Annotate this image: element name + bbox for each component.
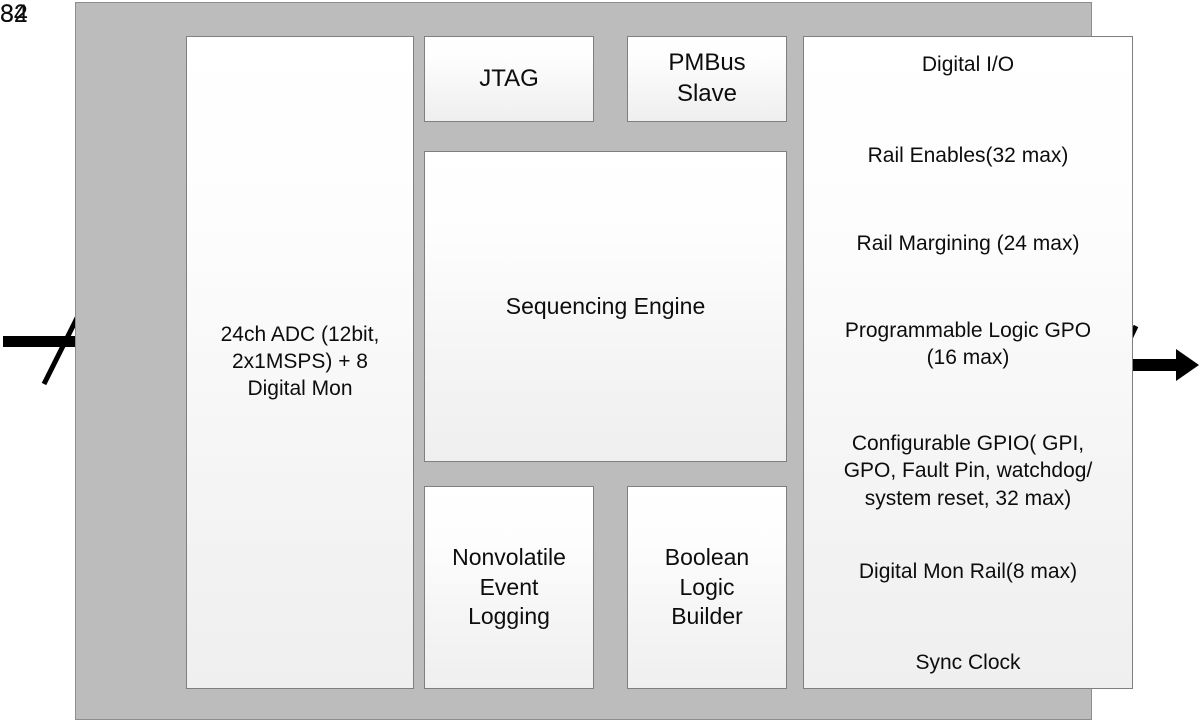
digital-io-digital-mon-rail: Digital Mon Rail(8 max) bbox=[858, 560, 1078, 583]
block-sequencing-engine-label: Sequencing Engine bbox=[505, 292, 706, 319]
device-package-frame: 24ch ADC (12bit, 2x1MSPS) + 8 Digital Mo… bbox=[75, 2, 1133, 720]
block-sequencing-engine[interactable]: Sequencing Engine bbox=[424, 151, 787, 462]
block-nonvolatile-event-logging[interactable]: Nonvolatile Event Logging bbox=[424, 486, 594, 689]
block-boolean-logic-builder[interactable]: Boolean Logic Builder bbox=[627, 486, 787, 689]
digital-io-sync-clock: Sync Clock bbox=[915, 651, 1021, 674]
digital-io-rail-margining: Rail Margining (24 max) bbox=[856, 232, 1080, 255]
block-digital-io[interactable]: Digital I/O Rail Enables(32 max) Rail Ma… bbox=[803, 36, 1133, 689]
block-adc-label: 24ch ADC (12bit, 2x1MSPS) + 8 Digital Mo… bbox=[220, 323, 380, 400]
block-jtag[interactable]: JTAG bbox=[424, 36, 594, 122]
block-nonvolatile-event-logging-label: Nonvolatile Event Logging bbox=[452, 544, 566, 630]
block-boolean-logic-builder-label: Boolean Logic Builder bbox=[664, 544, 750, 630]
digital-io-feature-list: Digital I/O Rail Enables(32 max) Rail Ma… bbox=[804, 37, 1132, 688]
digital-io-title: Digital I/O bbox=[921, 53, 1015, 76]
input-bus-count-label: 32 bbox=[0, 0, 28, 28]
block-pmbus-slave-label: PMBus Slave bbox=[668, 49, 746, 107]
digital-io-programmable-logic-gpo: Programmable Logic GPO (16 max) bbox=[844, 319, 1092, 370]
digital-io-configurable-gpio: Configurable GPIO( GPI, GPO, Fault Pin, … bbox=[843, 432, 1093, 510]
output-bus-count-label: 84 bbox=[0, 0, 28, 28]
block-jtag-label: JTAG bbox=[479, 64, 539, 92]
digital-io-rail-enables: Rail Enables(32 max) bbox=[867, 144, 1069, 167]
block-adc[interactable]: 24ch ADC (12bit, 2x1MSPS) + 8 Digital Mo… bbox=[186, 36, 414, 689]
block-pmbus-slave[interactable]: PMBus Slave bbox=[627, 36, 787, 122]
